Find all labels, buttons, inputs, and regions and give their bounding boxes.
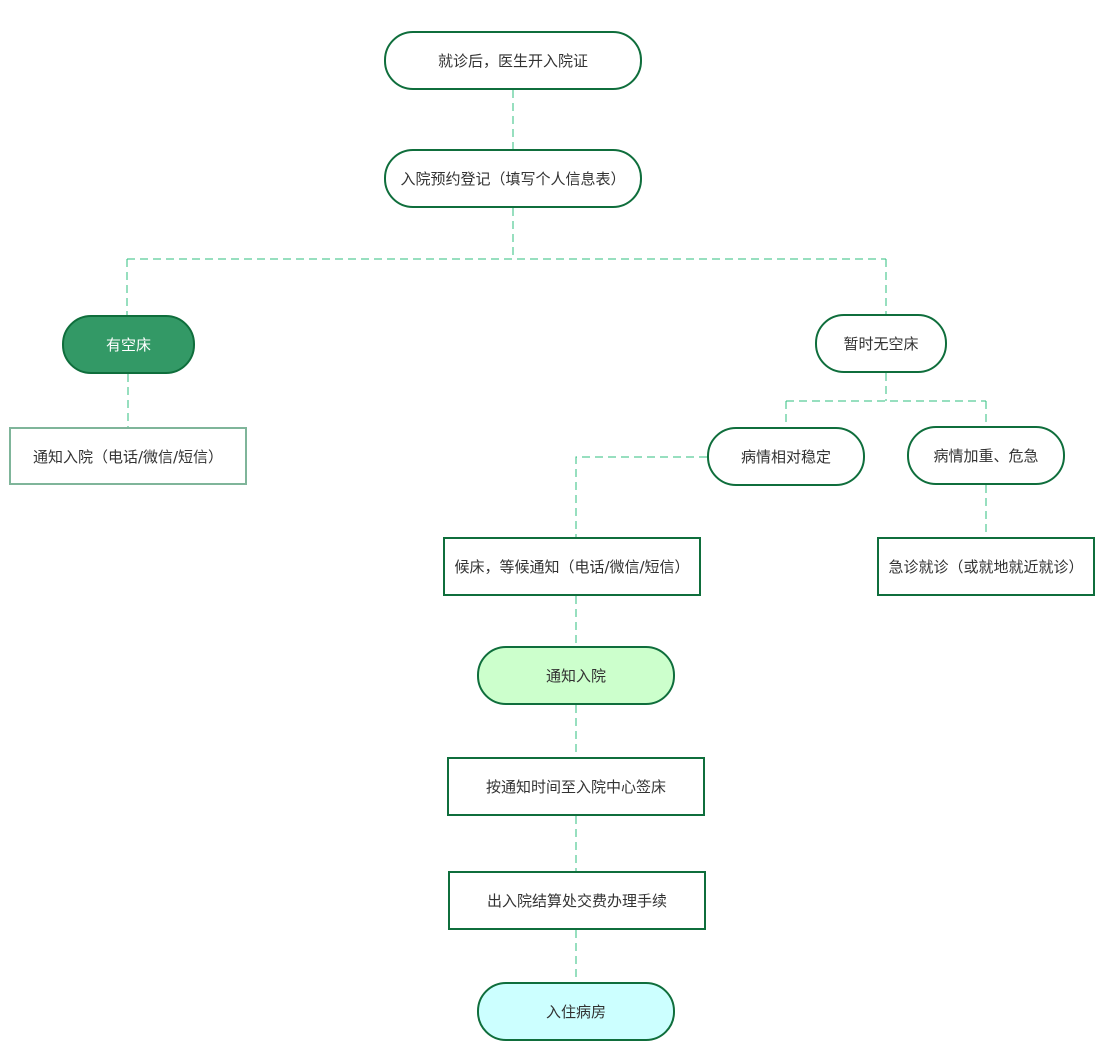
node-notify-admit: 通知入院 [477,646,675,705]
node-notify-admit-contact: 通知入院（电话/微信/短信） [9,427,247,485]
connector-register-branch [126,208,887,315]
node-start: 就诊后，医生开入院证 [384,31,642,90]
node-ward: 入住病房 [477,982,675,1041]
node-no-bed: 暂时无空床 [815,314,947,373]
node-wait-bed: 候床，等候通知（电话/微信/短信） [443,537,701,596]
node-stable: 病情相对稳定 [707,427,865,486]
node-worsening: 病情加重、危急 [907,426,1065,485]
node-sign-bed: 按通知时间至入院中心签床 [447,757,705,816]
connector-stable-wait [575,456,707,537]
node-bed-available: 有空床 [62,315,195,374]
node-register: 入院预约登记（填写个人信息表） [384,149,642,208]
node-emergency: 急诊就诊（或就地就近就诊） [877,537,1095,596]
node-pay: 出入院结算处交费办理手续 [448,871,706,930]
connector-no-bed-branch [785,373,987,427]
